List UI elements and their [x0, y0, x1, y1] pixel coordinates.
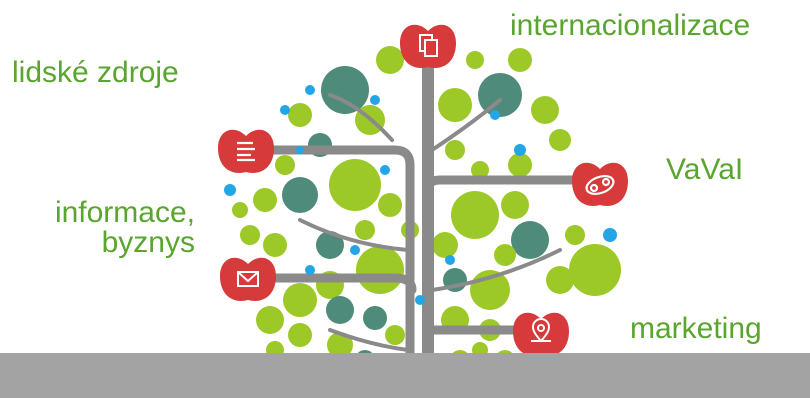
- branch-left-upper: [257, 145, 415, 398]
- leaf-dot: [356, 246, 404, 294]
- leaf-dot: [494, 244, 516, 266]
- label-information-line2: byznys: [101, 226, 195, 259]
- label-marketing: marketing: [630, 312, 762, 345]
- leaf-dot-blue: [305, 85, 315, 95]
- leaf-dot: [569, 244, 621, 296]
- leaf-dot: [466, 51, 484, 69]
- leaf-dot-blue: [445, 255, 455, 265]
- branch-right-upper: [423, 175, 587, 240]
- leaf-dot: [288, 103, 312, 127]
- leaf-dot-blue: [514, 144, 526, 156]
- leaf-dot: [565, 225, 585, 245]
- leaf-dot: [321, 66, 369, 114]
- leaf-dot: [275, 155, 295, 175]
- leaf-dot: [451, 191, 499, 239]
- link-chain-icon: [585, 174, 615, 196]
- leaf-dot-blue: [296, 146, 304, 154]
- leaf-dot-blue: [350, 245, 360, 255]
- apple-right-lower: [513, 312, 569, 356]
- twig-5: [328, 328, 410, 352]
- leaf-dot-blue: [370, 95, 380, 105]
- leaf-dot: [501, 191, 529, 219]
- apple-right-upper: [572, 162, 628, 206]
- leaf-dot-blue: [603, 228, 617, 242]
- label-internationalization: internacionalizace: [510, 9, 751, 42]
- leaf-dot: [326, 296, 354, 324]
- envelope-icon: [237, 271, 259, 287]
- label-rnd: VaVaI: [666, 153, 744, 186]
- leaf-dot: [546, 266, 574, 294]
- leaf-dot-blue: [224, 184, 236, 196]
- apple-left-lower: [220, 257, 276, 301]
- leaf-dot: [282, 177, 318, 213]
- leaf-dot: [363, 306, 387, 330]
- leaf-dot: [432, 232, 458, 258]
- leaf-dot: [531, 96, 559, 124]
- leaf-dot: [508, 48, 532, 72]
- list-icon: [237, 141, 255, 162]
- leaf-dot: [478, 73, 522, 117]
- leaf-dot: [256, 306, 284, 334]
- label-information-line1: informace,: [54, 196, 195, 229]
- tree-trunk: [253, 54, 587, 398]
- apple-left-upper: [218, 129, 274, 173]
- twig-1: [328, 93, 394, 142]
- label-information-business: informace, byznys: [10, 198, 195, 258]
- twig-3: [298, 218, 410, 252]
- leaf-dot: [283, 283, 317, 317]
- leaf-dot: [549, 129, 571, 151]
- leaf-dot: [329, 159, 381, 211]
- leaf-dot-blue: [305, 265, 315, 275]
- leaf-dot: [240, 225, 260, 245]
- leaf-dot: [232, 202, 248, 218]
- leaf-dot: [376, 46, 404, 74]
- label-human-resources: lidské zdroje: [12, 56, 179, 89]
- leaf-dot: [253, 188, 277, 212]
- map-pin-icon: [531, 318, 551, 343]
- leaf-dot-blue: [280, 105, 290, 115]
- leaf-dot: [471, 161, 489, 179]
- leaf-dot: [438, 88, 472, 122]
- twig-2: [430, 98, 502, 152]
- leaf-dot: [508, 153, 532, 177]
- apple-top: [400, 24, 456, 68]
- leaf-dot: [385, 325, 405, 345]
- leaf-dot-blue: [380, 165, 390, 175]
- leaf-dot: [378, 193, 402, 217]
- leaf-dot: [445, 140, 465, 160]
- document-icon: [419, 34, 438, 57]
- leaf-dot-blue: [415, 295, 425, 305]
- leaf-dot-blue: [490, 110, 500, 120]
- twig-4: [430, 248, 562, 292]
- leaf-dot: [327, 332, 353, 358]
- leaf-dot: [263, 233, 287, 257]
- branch-left-lower: [253, 273, 417, 295]
- leaf-dot: [288, 323, 312, 347]
- leaf-dot: [316, 231, 344, 259]
- ground-bar: [0, 353, 810, 398]
- leaf-dot: [511, 221, 549, 259]
- leaf-dot: [355, 220, 375, 240]
